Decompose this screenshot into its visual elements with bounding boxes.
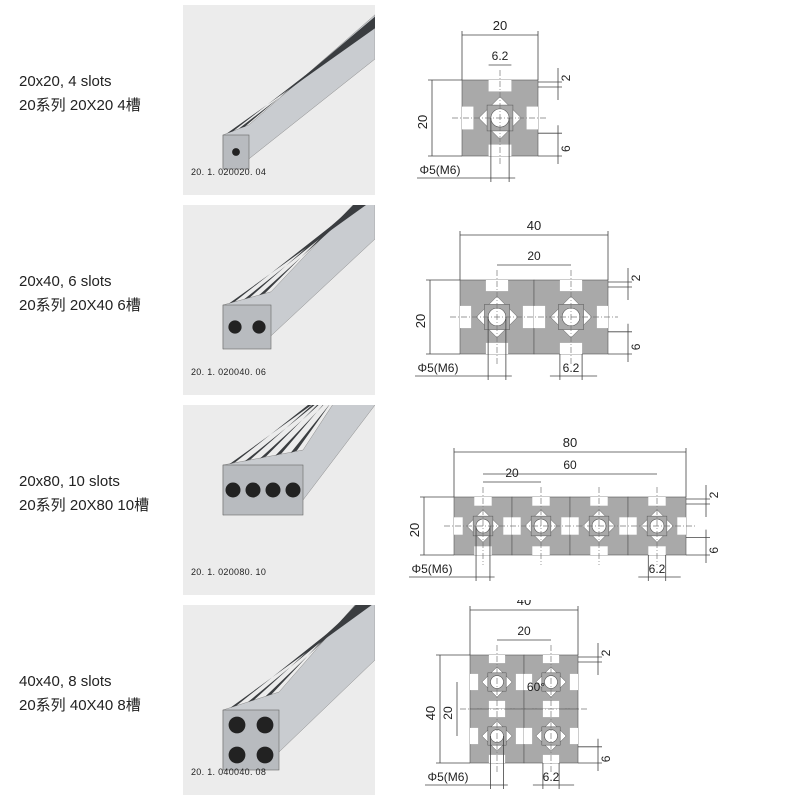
part-code: 20. 1. 040040. 08 [191, 767, 267, 777]
extrusion-image [222, 405, 375, 516]
dim-top-gap: 2 [599, 649, 613, 656]
dim-slot-width: 6.2 [543, 770, 560, 784]
profile-subtitle: 20系列 20X80 10槽 [19, 497, 150, 514]
dim-hole: Φ5(M6) [412, 562, 453, 576]
dim-width: 20 [493, 18, 507, 33]
dim-slot: 6 [599, 755, 613, 762]
dim-width: 80 [563, 435, 577, 450]
technical-drawing: 20 6.2 20 2 6Φ5(M6) [415, 18, 573, 182]
profile-row: 20x40, 6 slots 20系列 20X40 6槽 20. 1. 0200… [0, 200, 800, 400]
profile-row: 20x20, 4 slots 20系列 20X20 4槽 20. 1. 0200… [0, 0, 800, 200]
technical-drawing: 80 60 20 20 2 6Φ5(M6) 6.2 [407, 435, 721, 581]
profile-subtitle: 20系列 40X40 8槽 [19, 697, 141, 714]
part-code: 20. 1. 020040. 06 [191, 367, 267, 377]
profile-label: 20x40, 6 slots 20系列 20X40 6槽 [19, 270, 141, 318]
dim-inner-height: 20 [441, 706, 455, 720]
dim-width: 40 [517, 600, 531, 608]
dim-height: 20 [413, 314, 428, 328]
profile-subtitle: 20系列 20X20 4槽 [19, 97, 141, 114]
profile-title: 20x40, 6 slots [19, 273, 112, 290]
dim-slot: 6 [707, 547, 721, 554]
dim-inner: 20 [505, 466, 519, 480]
dim-height: 20 [415, 115, 430, 129]
dim-slot-width: 6.2 [649, 562, 666, 576]
dim-inner: 6.2 [492, 49, 509, 63]
dim-inner: 20 [527, 249, 541, 263]
extrusion-image [222, 14, 375, 170]
dim-slot: 6 [629, 343, 643, 350]
part-code: 20. 1. 020020. 04 [191, 167, 267, 177]
profile-photo: 20. 1. 020080. 10 [183, 405, 375, 595]
technical-drawing: 40 20 20 2 6Φ5(M6) 6.2 [413, 218, 643, 380]
profile-label: 20x80, 10 slots 20系列 20X80 10槽 [19, 470, 149, 518]
extrusion-image [222, 605, 375, 771]
dim-hole: Φ5(M6) [420, 163, 461, 177]
part-code: 20. 1. 020080. 10 [191, 567, 267, 577]
profile-photo: 20. 1. 040040. 08 [183, 605, 375, 795]
dim-slot-width: 6.2 [563, 361, 580, 375]
dim-height: 20 [407, 523, 422, 537]
dim-top-gap: 2 [559, 74, 573, 81]
profile-photo: 20. 1. 020040. 06 [183, 205, 375, 395]
dim-hole: Φ5(M6) [428, 770, 469, 784]
profile-row: 20x80, 10 slots 20系列 20X80 10槽 20. 1. 02… [0, 400, 800, 600]
profile-photo: 20. 1. 020020. 04 [183, 5, 375, 195]
profile-label: 20x20, 4 slots 20系列 20X20 4槽 [19, 70, 141, 118]
slot-groove [290, 405, 330, 453]
profile-title: 20x80, 10 slots [19, 473, 120, 490]
dim-height: 40 [423, 706, 438, 720]
profile-title: 40x40, 8 slots [19, 673, 112, 690]
dim-mid: 60 [563, 458, 577, 472]
profile-row: 40x40, 8 slots 20系列 40X40 8槽 20. 1. 0400… [0, 600, 800, 800]
dim-top-gap: 2 [629, 274, 643, 281]
extrusion-image [222, 205, 375, 350]
profile-title: 20x20, 4 slots [19, 73, 112, 90]
slot-groove [248, 605, 366, 702]
dim-angle: 60° [527, 680, 545, 694]
profile-label: 40x40, 8 slots 20系列 40X40 8槽 [19, 670, 141, 718]
dim-slot: 6 [559, 145, 573, 152]
dim-top-gap: 2 [707, 491, 721, 498]
profile-subtitle: 20系列 20X40 6槽 [19, 297, 141, 314]
dim-hole: Φ5(M6) [418, 361, 459, 375]
dim-width: 40 [527, 218, 541, 233]
dim-inner: 20 [517, 624, 531, 638]
